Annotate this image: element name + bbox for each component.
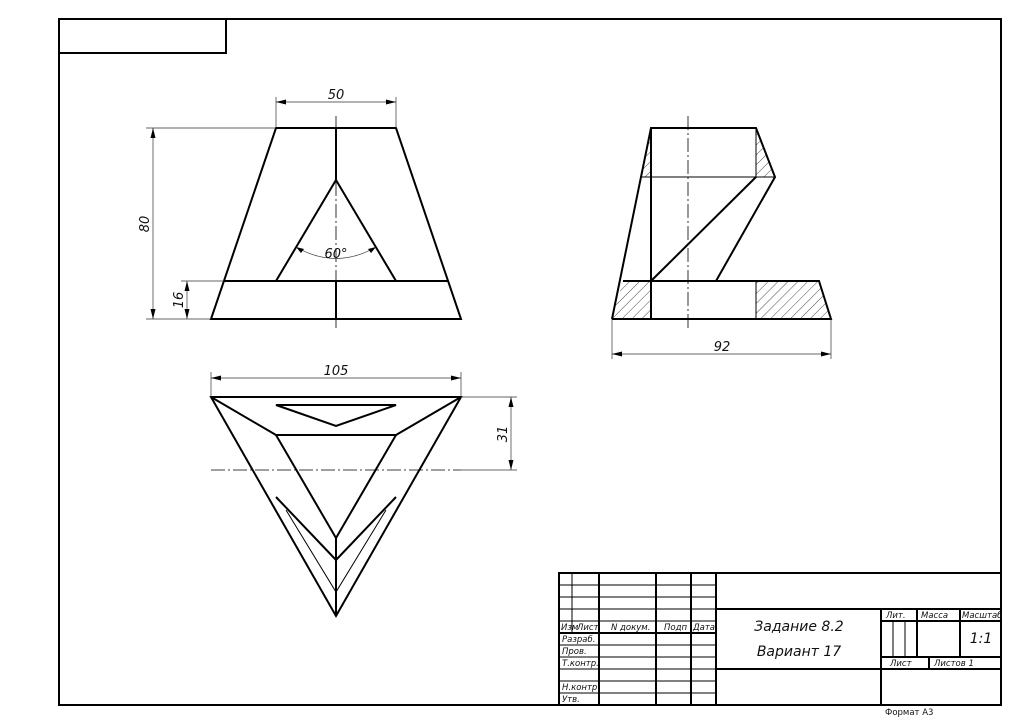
dim-105-arrow-left — [211, 375, 221, 381]
dim-31-arrow-bottom — [508, 460, 514, 470]
tb-listov-label: Листов 1 — [933, 659, 974, 669]
tb-list-label: Лист — [889, 659, 913, 669]
tb-col-data: Дата — [692, 623, 715, 633]
tb-lit: Лит. — [885, 611, 906, 621]
top-edge-tl — [210, 396, 277, 436]
tb-task: Задание 8.2 — [754, 619, 843, 635]
tb-row-t-kontr: Т.контр. — [562, 659, 599, 669]
dim-92-arrow-left — [612, 351, 622, 357]
top-view: 105 31 — [209, 364, 517, 619]
dim-50-arrow-right — [386, 99, 396, 105]
side-hatch-right-base — [756, 281, 831, 319]
tb-col-izm: Изм — [561, 623, 579, 633]
title-block: Изм Лист N докум. Подп Дата Разраб. Пров… — [558, 572, 1002, 706]
dim-16-arrow-bottom — [184, 309, 190, 319]
dim-31-label: 31 — [496, 426, 511, 443]
top-chevron — [275, 496, 397, 562]
side-diagonal-edge — [650, 176, 757, 282]
dim-50-label: 50 — [328, 88, 345, 103]
tb-masshtab: Масштаб — [962, 611, 1002, 621]
tb-col-list: Лист — [576, 623, 600, 633]
tb-row-utv: Утв. — [562, 695, 580, 705]
tb-row-n-kontr: Н.контр. — [562, 683, 600, 693]
angle-arrow-left — [296, 247, 304, 253]
dim-80-label: 80 — [138, 216, 153, 233]
side-hatch-left-base — [612, 281, 651, 319]
front-trapezoid-outline — [209, 127, 463, 320]
dim-105-label: 105 — [324, 364, 349, 379]
top-inner-triangle — [274, 434, 398, 540]
dim-80-arrow-bottom — [150, 309, 156, 319]
tb-col-podp: Подп — [664, 623, 687, 633]
tb-row-prov: Пров. — [562, 647, 587, 657]
dim-16-arrow-top — [184, 281, 190, 291]
dim-50-arrow-left — [276, 99, 286, 105]
side-outline — [611, 127, 833, 320]
format-label: Формат А3 — [885, 708, 933, 718]
angle-arrow-right — [368, 247, 376, 253]
angle-60-label: 60° — [324, 247, 347, 262]
top-small-triangle — [275, 404, 397, 428]
sheet-frame — [58, 18, 1002, 706]
dim-80-arrow-top — [150, 128, 156, 138]
tb-row-razrab: Разраб. — [562, 635, 595, 645]
dim-105-arrow-right — [451, 375, 461, 381]
dim-92-label: 92 — [714, 340, 731, 355]
side-view: 92 — [611, 116, 833, 359]
top-chevron-inner — [285, 509, 387, 593]
dim-31-arrow-top — [508, 397, 514, 407]
top-left-stamp-box — [58, 18, 227, 54]
tb-variant: Вариант 17 — [757, 644, 841, 660]
dim-92-arrow-right — [821, 351, 831, 357]
tb-col-n-dokum: N докум. — [611, 623, 650, 633]
title-block-frame — [558, 572, 1002, 706]
tb-massa: Масса — [921, 611, 948, 621]
dim-16-label: 16 — [172, 292, 187, 309]
top-edge-tr — [395, 396, 462, 436]
angle-arc-60 — [295, 246, 377, 259]
tb-scale-value: 1:1 — [970, 631, 993, 647]
front-view: 50 80 16 60° — [138, 88, 463, 331]
top-outer-triangle — [209, 396, 463, 619]
